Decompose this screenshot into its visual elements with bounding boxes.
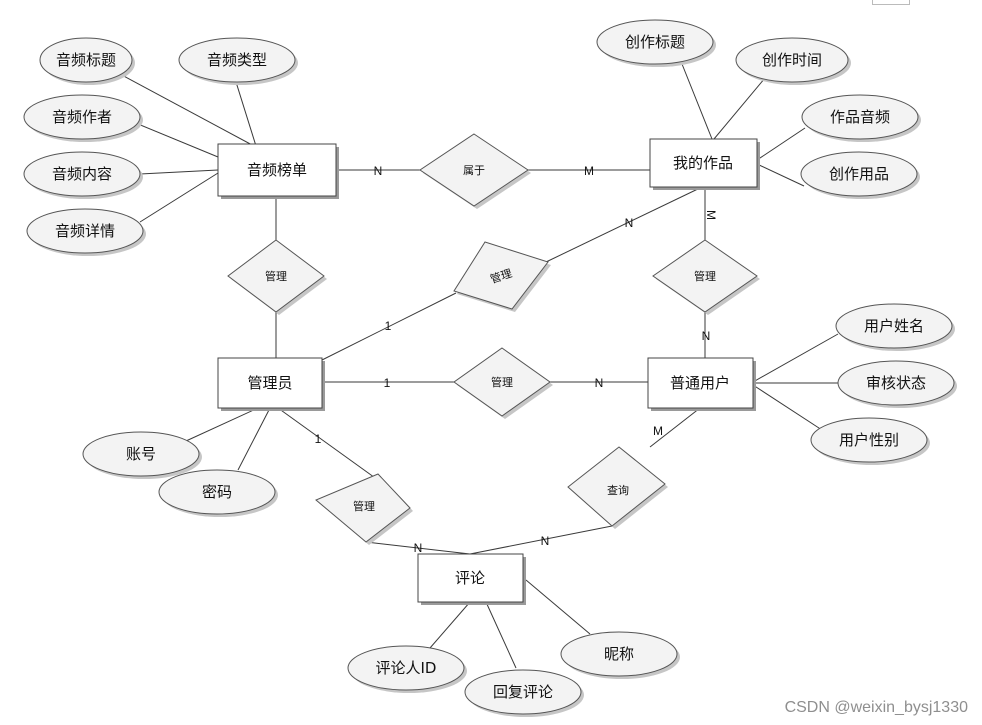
attribute-account: 账号 [82,431,202,479]
entity-my-works[interactable]: 我的作品 [649,138,760,190]
line-account [185,407,259,442]
watermark: CSDN @weixin_bysj1330 [784,699,968,716]
line-manage-comment-comment [365,541,471,555]
line-admin-manage-works [321,292,457,361]
cardinality-admin-works-admin: 1 [385,319,392,333]
line-work-audio [756,127,806,161]
line-audio-author [137,123,219,158]
attribute-work-audio-label: 作品音频 [830,108,890,126]
cardinality-belongs-works: M [584,164,594,178]
relationship-manage-list-label: 管理 [265,269,287,283]
attribute-password: 密码 [158,469,278,517]
attribute-commenter-id-label: 评论人ID [376,659,437,677]
cardinality-query-comment: N [541,534,550,548]
attribute-audio-title: 音频标题 [39,37,135,85]
attribute-audio-author: 音频作者 [23,94,143,142]
line-admin-manage-comment [277,407,379,481]
line-work-title [681,63,713,140]
line-user-gender [752,384,823,431]
relationship-manage-works-admin: 管理 [453,241,551,312]
relationship-query-label: 查询 [607,483,629,497]
line-commenter-id [429,601,471,649]
attribute-audio-content-label: 音频内容 [52,165,112,183]
cardinality-admin-comment-comment: N [414,541,423,555]
attribute-work-audio: 作品音频 [801,94,921,142]
cardinality-admin-user-admin: 1 [384,376,391,390]
entity-comment[interactable]: 评论 [417,553,526,605]
relationship-manage-works-user-label: 管理 [694,269,716,283]
line-password [237,407,271,471]
relationship-belongs-label: 属于 [463,164,485,177]
line-manage-works-works [545,186,703,263]
cardinality-query-user: M [653,424,663,438]
relationship-manage-works-admin-label: 管理 [488,266,513,286]
attribute-audio-author-label: 音频作者 [52,108,112,126]
relationship-manage-user: 管理 [453,347,553,419]
attribute-audio-type-label: 音频类型 [207,51,267,69]
line-audio-title [119,73,255,147]
attribute-user-name: 用户姓名 [835,303,955,351]
attribute-audio-type: 音频类型 [178,37,298,85]
line-audio-type [235,81,257,147]
cardinality-admin-comment-admin: 1 [315,432,322,446]
attribute-review-status: 审核状态 [837,360,957,408]
entity-admin-label: 管理员 [247,374,292,392]
attribute-nickname: 昵称 [560,631,680,679]
relationship-manage-comment-label: 管理 [353,499,375,513]
attribute-work-supplies: 创作用品 [800,151,920,199]
cardinality-admin-works-works: N [625,216,634,230]
attribute-reply-comment-label: 回复评论 [493,683,553,701]
attribute-nickname-label: 昵称 [604,645,634,663]
line-work-supplies [756,163,805,187]
attribute-commenter-id: 评论人ID [347,645,467,693]
attribute-work-supplies-label: 创作用品 [829,165,889,183]
line-user-query [649,407,701,448]
line-work-time [713,71,771,140]
connector-lines [119,63,846,669]
attribute-user-gender-label: 用户性别 [839,431,899,449]
line-reply-comment [485,601,517,669]
relationship-manage-works-user: 管理 [652,239,760,315]
cardinality-works-user-user: N [702,329,711,343]
line-nickname [525,579,591,635]
attribute-review-status-label: 审核状态 [866,374,926,392]
entity-normal-user[interactable]: 普通用户 [647,357,756,411]
relationship-manage-list: 管理 [227,239,327,315]
line-audio-content [139,169,219,175]
line-user-name [752,333,839,383]
attribute-user-name-label: 用户姓名 [864,317,924,335]
attribute-user-gender: 用户性别 [810,417,930,465]
entity-comment-label: 评论 [455,569,485,587]
entity-admin[interactable]: 管理员 [217,357,325,411]
relationship-query: 查询 [567,446,668,529]
entity-audio-list-label: 音频榜单 [247,161,307,179]
attribute-account-label: 账号 [126,445,156,463]
cardinality-admin-user-user: N [595,376,604,390]
entity-audio-list[interactable]: 音频榜单 [217,143,339,199]
entity-normal-user-label: 普通用户 [670,374,730,392]
relationship-manage-comment: 管理 [315,473,413,545]
attribute-reply-comment: 回复评论 [464,669,584,717]
cardinality-labels: N M 1 N M N 1 N 1 N M N [315,164,718,555]
line-audio-detail [139,172,219,223]
cardinality-works-user-works: M [704,210,718,220]
attribute-audio-detail-label: 音频详情 [55,222,115,240]
entity-my-works-label: 我的作品 [673,154,733,172]
attribute-password-label: 密码 [202,483,232,501]
attribute-work-title-label: 创作标题 [625,33,685,51]
attribute-audio-title-label: 音频标题 [56,51,116,69]
line-query-comment [469,525,613,555]
attribute-work-title: 创作标题 [596,19,716,67]
relationship-belongs: 属于 [419,133,531,209]
attribute-work-time-label: 创作时间 [762,51,822,69]
attribute-audio-content: 音频内容 [23,151,143,199]
attribute-audio-detail: 音频详情 [26,208,146,256]
corner-mark [872,0,910,5]
cardinality-belongs-list: N [374,164,383,178]
attribute-work-time: 创作时间 [735,37,851,85]
relationship-manage-user-label: 管理 [491,375,513,389]
